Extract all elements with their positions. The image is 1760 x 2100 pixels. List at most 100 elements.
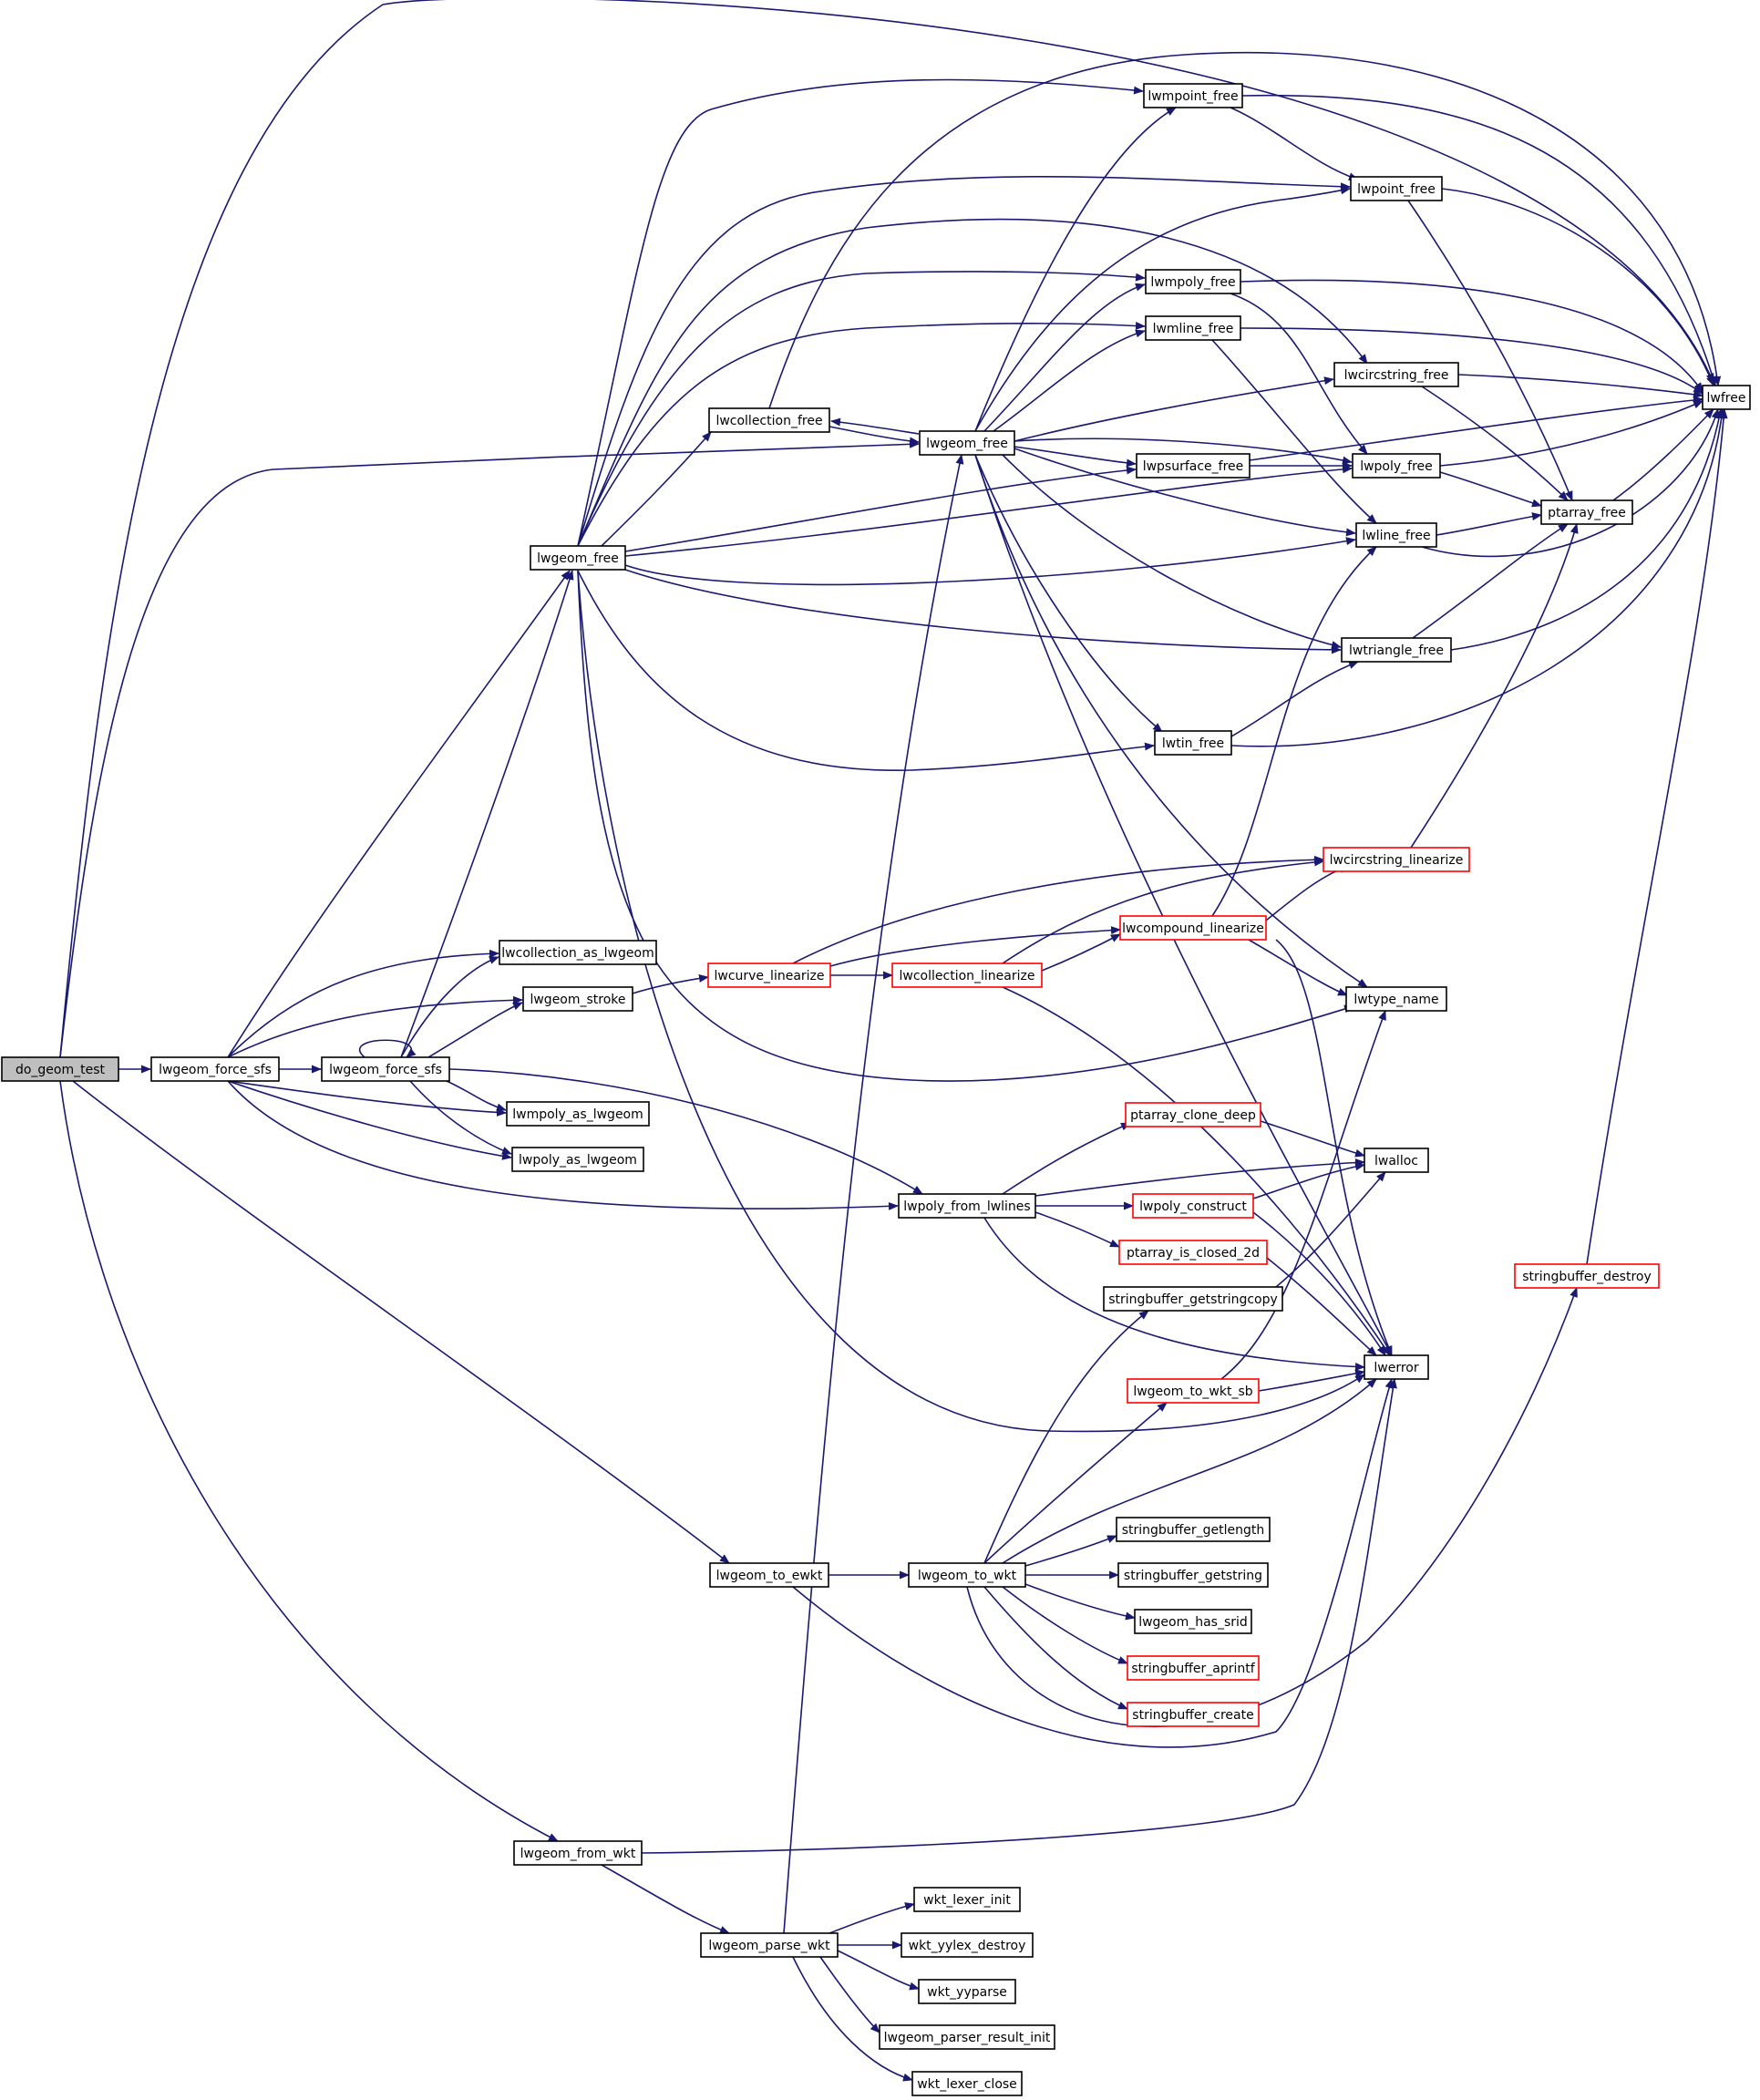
node-box[interactable]: [898, 1193, 1036, 1219]
node-lwtype-name[interactable]: lwtype_name: [1345, 986, 1447, 1012]
node-lwerror[interactable]: lwerror: [1364, 1354, 1429, 1380]
node-wkt-yylex-destroy[interactable]: wkt_yylex_destroy: [901, 1932, 1034, 1958]
node-lwgeom-has-srid[interactable]: lwgeom_has_srid: [1134, 1609, 1252, 1634]
node-box[interactable]: [499, 940, 657, 965]
node-box[interactable]: [908, 1562, 1026, 1588]
node-lwline-free[interactable]: lwline_free: [1355, 522, 1437, 548]
node-box[interactable]: [1350, 176, 1443, 201]
node-lwpoly-construct[interactable]: lwpoly_construct: [1132, 1193, 1254, 1219]
node-lwtriangle-free[interactable]: lwtriangle_free: [1341, 637, 1452, 663]
node-box[interactable]: [506, 1101, 650, 1127]
node-lwpoly-free[interactable]: lwpoly_free: [1352, 453, 1441, 479]
node-lwmpoly-as-lwgeom[interactable]: lwmpoly_as_lwgeom: [506, 1101, 650, 1127]
node-box[interactable]: [1119, 915, 1267, 941]
node-lwgeom-force-sfs-1[interactable]: lwgeom_force_sfs: [150, 1056, 280, 1082]
node-stringbuffer-getlength[interactable]: stringbuffer_getlength: [1116, 1517, 1271, 1542]
node-stringbuffer-create[interactable]: stringbuffer_create: [1127, 1702, 1260, 1727]
node-box[interactable]: [901, 1932, 1034, 1958]
node-lwgeom-free-1[interactable]: lwgeom_free: [530, 545, 626, 571]
node-box[interactable]: [891, 962, 1043, 988]
node-lwgeom-free-2[interactable]: lwgeom_free: [919, 430, 1015, 456]
node-box[interactable]: [321, 1056, 450, 1082]
node-box[interactable]: [1355, 522, 1437, 548]
node-stringbuffer-getstring[interactable]: stringbuffer_getstring: [1117, 1562, 1269, 1588]
node-box[interactable]: [1323, 847, 1470, 872]
node-box[interactable]: [919, 430, 1015, 456]
node-lwgeom-to-ewkt[interactable]: lwgeom_to_ewkt: [709, 1562, 829, 1588]
node-lwcircstring-free[interactable]: lwcircstring_free: [1333, 362, 1459, 387]
node-lwgeom-stroke[interactable]: lwgeom_stroke: [522, 986, 633, 1012]
node-box[interactable]: [1364, 1148, 1429, 1173]
node-lwmpoly-free[interactable]: lwmpoly_free: [1145, 269, 1241, 294]
node-lwpoint-free[interactable]: lwpoint_free: [1350, 176, 1443, 201]
node-box[interactable]: [1127, 1702, 1260, 1727]
node-box[interactable]: [1154, 730, 1232, 756]
node-box[interactable]: [530, 545, 626, 571]
node-box[interactable]: [513, 1840, 643, 1866]
node-box[interactable]: [1333, 362, 1459, 387]
node-ptarray-is-closed-2d[interactable]: ptarray_is_closed_2d: [1118, 1240, 1268, 1265]
node-box[interactable]: [1145, 315, 1241, 341]
node-box[interactable]: [1132, 1193, 1254, 1219]
node-lwgeom-to-wkt-sb[interactable]: lwgeom_to_wkt_sb: [1127, 1378, 1260, 1404]
node-stringbuffer-destroy[interactable]: stringbuffer_destroy: [1514, 1263, 1660, 1289]
node-box[interactable]: [1103, 1286, 1283, 1312]
node-lwgeom-from-wkt[interactable]: lwgeom_from_wkt: [513, 1840, 643, 1866]
node-box[interactable]: [1127, 1378, 1260, 1404]
node-lwpoly-as-lwgeom[interactable]: lwpoly_as_lwgeom: [511, 1147, 644, 1172]
node-box[interactable]: [1345, 986, 1447, 1012]
node-wkt-yyparse[interactable]: wkt_yyparse: [918, 1979, 1016, 2004]
node-lwfree[interactable]: lwfree: [1702, 385, 1751, 410]
node-lwpoly-from-lwlines[interactable]: lwpoly_from_lwlines: [898, 1193, 1036, 1219]
node-lwcompound-linearize[interactable]: lwcompound_linearize: [1119, 915, 1267, 941]
node-lwpsurface-free[interactable]: lwpsurface_free: [1136, 453, 1251, 479]
node-box[interactable]: [708, 407, 830, 433]
node-box[interactable]: [911, 2071, 1023, 2096]
node-lwmpoint-free[interactable]: lwmpoint_free: [1143, 83, 1243, 108]
node-lwgeom-parse-wkt[interactable]: lwgeom_parse_wkt: [700, 1932, 839, 1958]
node-stringbuffer-getstringcopy[interactable]: stringbuffer_getstringcopy: [1103, 1286, 1283, 1312]
node-box[interactable]: [707, 962, 831, 988]
node-box[interactable]: [1134, 1609, 1252, 1634]
node-box[interactable]: [522, 986, 633, 1012]
node-lwgeom-force-sfs-2[interactable]: lwgeom_force_sfs: [321, 1056, 450, 1082]
node-box[interactable]: [1, 1056, 119, 1082]
node-box[interactable]: [1540, 499, 1633, 525]
node-box[interactable]: [1145, 269, 1241, 294]
node-box[interactable]: [511, 1147, 644, 1172]
node-box[interactable]: [1352, 453, 1441, 479]
node-box[interactable]: [918, 1979, 1016, 2004]
node-box[interactable]: [150, 1056, 280, 1082]
node-box[interactable]: [1143, 83, 1243, 108]
node-ptarray-free[interactable]: ptarray_free: [1540, 499, 1633, 525]
node-box[interactable]: [709, 1562, 829, 1588]
node-lwcurve-linearize[interactable]: lwcurve_linearize: [707, 962, 831, 988]
node-box[interactable]: [1125, 1102, 1261, 1127]
node-wkt-lexer-init[interactable]: wkt_lexer_init: [913, 1887, 1021, 1912]
node-box[interactable]: [1117, 1562, 1269, 1588]
node-box[interactable]: [1118, 1240, 1268, 1265]
node-do-geom-test[interactable]: do_geom_test: [1, 1056, 119, 1082]
node-lwcircstring-linearize[interactable]: lwcircstring_linearize: [1323, 847, 1470, 872]
node-lwcollection-as-lwgeom[interactable]: lwcollection_as_lwgeom: [499, 940, 657, 965]
node-box[interactable]: [1116, 1517, 1271, 1542]
node-box[interactable]: [1341, 637, 1452, 663]
node-box[interactable]: [1514, 1263, 1660, 1289]
node-lwcollection-free[interactable]: lwcollection_free: [708, 407, 830, 433]
node-wkt-lexer-close[interactable]: wkt_lexer_close: [911, 2071, 1023, 2096]
node-box[interactable]: [879, 2024, 1055, 2050]
node-lwtin-free[interactable]: lwtin_free: [1154, 730, 1232, 756]
node-lwgeom-to-wkt[interactable]: lwgeom_to_wkt: [908, 1562, 1026, 1588]
node-box[interactable]: [1127, 1655, 1260, 1681]
node-box[interactable]: [913, 1887, 1021, 1912]
node-lwgeom-parser-result-init[interactable]: lwgeom_parser_result_init: [879, 2024, 1055, 2050]
node-ptarray-clone-deep[interactable]: ptarray_clone_deep: [1125, 1102, 1261, 1127]
node-box[interactable]: [1136, 453, 1251, 479]
node-lwcollection-linearize[interactable]: lwcollection_linearize: [891, 962, 1043, 988]
node-lwmline-free[interactable]: lwmline_free: [1145, 315, 1241, 341]
node-box[interactable]: [1364, 1354, 1429, 1380]
node-lwalloc[interactable]: lwalloc: [1364, 1148, 1429, 1173]
node-box[interactable]: [1702, 385, 1751, 410]
node-box[interactable]: [700, 1932, 839, 1958]
node-stringbuffer-aprintf[interactable]: stringbuffer_aprintf: [1127, 1655, 1260, 1681]
